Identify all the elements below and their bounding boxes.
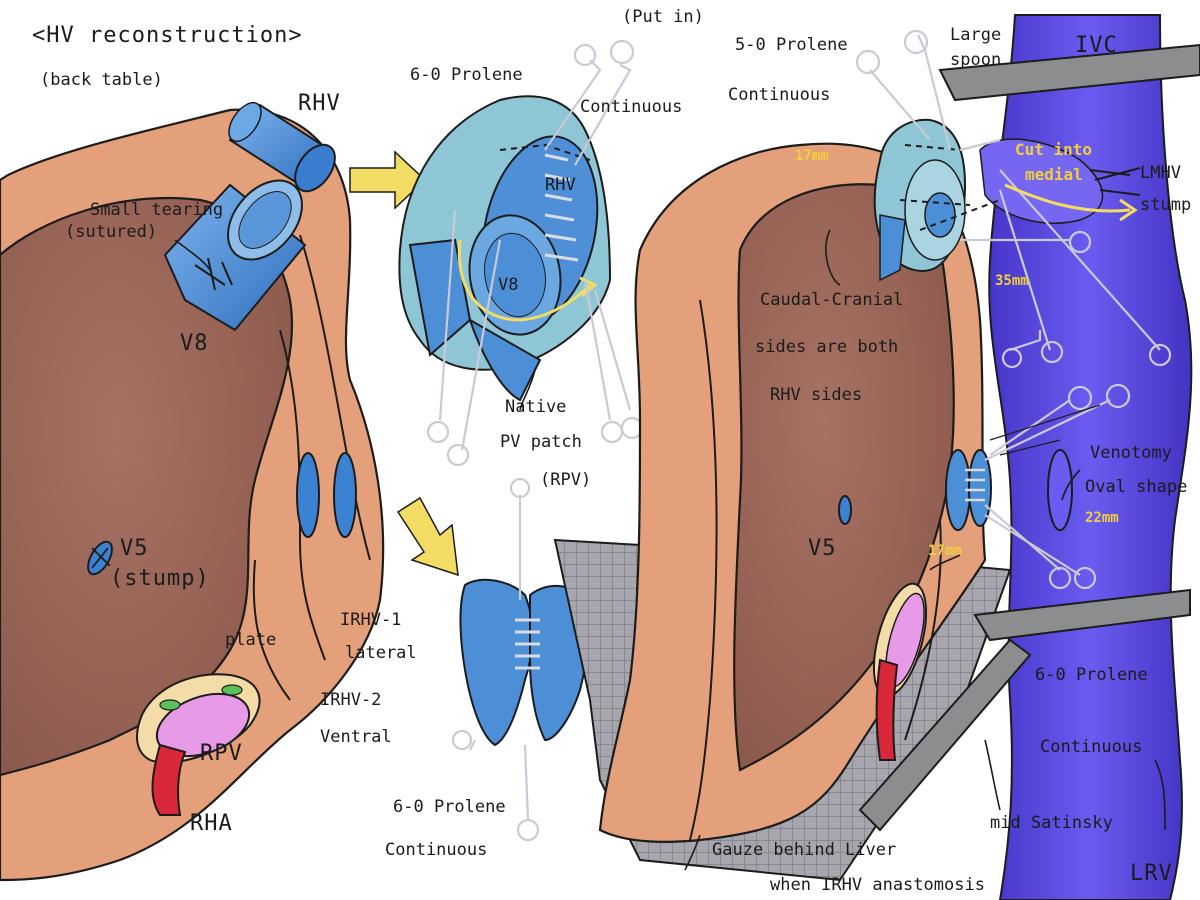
label-lateral: lateral	[345, 643, 417, 663]
top-patch-stitches	[544, 153, 579, 262]
label-rpv-paren: (RPV)	[540, 470, 591, 490]
label-gauze-1: Gauze behind Liver	[712, 840, 896, 860]
label-35mm: 35mm	[995, 273, 1029, 289]
right-hilum	[872, 582, 928, 761]
left-v8-vessel	[163, 179, 307, 332]
left-hilum	[136, 673, 261, 816]
label-mid-satinsky: mid Satinsky	[990, 813, 1113, 833]
leader-lines	[174, 229, 1166, 871]
label-stump: (stump)	[110, 566, 210, 591]
label-lrv: LRV	[1130, 861, 1173, 886]
label-cut-into: Cut into	[1015, 140, 1092, 159]
label-lmhv: LMHV	[1140, 163, 1181, 183]
label-continuous-top: Continuous	[580, 97, 682, 117]
right-rhv-patch	[873, 118, 1001, 282]
label-v8: V8	[180, 331, 209, 356]
right-v5-stump	[838, 495, 852, 525]
arrow-right-top	[349, 150, 427, 210]
right-irhv-anastomosis	[945, 449, 992, 531]
label-irhv2: IRHV-2	[320, 690, 381, 710]
label-venotomy: Venotomy	[1090, 443, 1172, 463]
left-liver-inner	[0, 196, 294, 777]
ivc-direction-arrow	[1004, 183, 1131, 213]
mid-irhv-patch	[451, 477, 589, 842]
ivc	[979, 14, 1193, 900]
label-v5-right: V5	[808, 536, 837, 561]
left-irhv-stumps	[296, 452, 357, 538]
label-ventral: Ventral	[320, 727, 392, 747]
left-rhv-vessel	[228, 101, 336, 193]
label-pv-patch: PV patch	[500, 432, 582, 452]
label-ivc: IVC	[1075, 33, 1118, 58]
top-middle-sutures	[426, 39, 644, 467]
label-plate: plate	[225, 630, 276, 650]
left-v5-stump	[87, 540, 113, 576]
label-continuous-right: Continuous	[1040, 737, 1142, 757]
label-sutured: (sutured)	[65, 222, 157, 242]
label-prolene-60-top: 6-0 Prolene	[410, 65, 523, 85]
label-rhv-sides: RHV sides	[770, 385, 862, 405]
label-rhv: RHV	[298, 91, 341, 116]
label-17mm-top: 17mm	[795, 148, 829, 164]
label-17mm-bot: 17mm	[928, 543, 962, 559]
mid-patch-stitches	[515, 618, 540, 670]
label-large: Large	[950, 25, 1001, 45]
label-native: Native	[505, 397, 566, 417]
label-prolene-60-mid: 6-0 Prolene	[393, 797, 506, 817]
label-sides-both: sides are both	[755, 337, 898, 357]
label-rha: RHA	[190, 811, 233, 836]
label-lmhv-stump: stump	[1140, 195, 1191, 215]
label-prolene-50: 5-0 Prolene	[735, 35, 848, 55]
label-22mm: 22mm	[1085, 510, 1119, 526]
clamps	[858, 43, 1200, 832]
label-spoon: spoon	[950, 50, 1001, 70]
right-sutures	[855, 29, 1172, 590]
label-rpv: RPV	[200, 741, 243, 766]
label-continuous-50: Continuous	[728, 85, 830, 105]
label-put-in: (Put in)	[622, 7, 704, 27]
label-medial: medial	[1025, 165, 1083, 184]
label-rhv-patch: RHV	[545, 175, 576, 195]
label-gauze-2: when IRHV anastomosis	[770, 875, 985, 895]
label-caudal-cranial: Caudal-Cranial	[760, 290, 903, 310]
diagram-subtitle: (back table)	[40, 70, 163, 90]
left-liver	[0, 108, 385, 882]
arrow-down-mid	[396, 496, 459, 577]
top-middle-patch	[398, 95, 612, 402]
label-continuous-mid: Continuous	[385, 840, 487, 860]
label-oval-shape: Oval shape	[1085, 477, 1187, 497]
label-v5: V5	[120, 536, 149, 561]
yellow-arrows	[349, 150, 459, 577]
diagram-title: <HV reconstruction>	[32, 23, 303, 48]
label-small-tearing: Small tearing	[90, 200, 223, 220]
label-v8-patch: V8	[498, 275, 518, 295]
label-prolene-60-right: 6-0 Prolene	[1035, 665, 1148, 685]
label-irhv1: IRHV-1	[340, 610, 401, 630]
